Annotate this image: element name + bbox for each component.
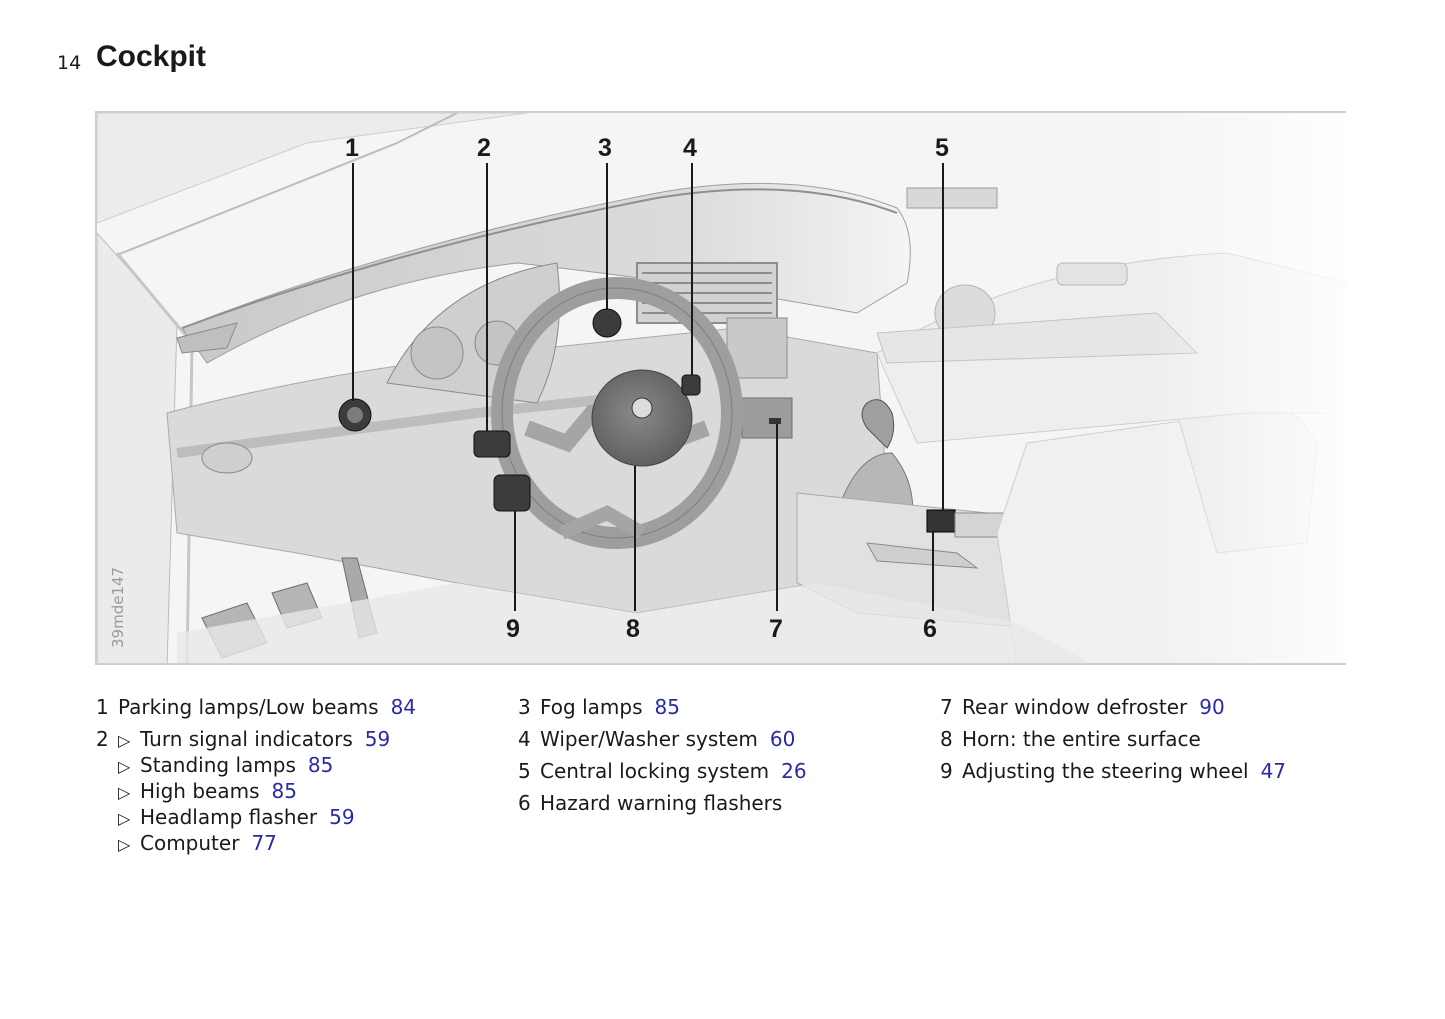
legend-subitem-label: Computer <box>140 831 240 855</box>
legend-item-label: Horn: the entire surface <box>962 727 1201 751</box>
legend-item-number: 1 <box>96 695 109 719</box>
legend-subitem-label: Turn signal indicators <box>140 727 353 751</box>
legend-item-number: 5 <box>518 759 531 783</box>
triangle-bullet-icon: ▷ <box>118 731 131 750</box>
callout-2: 2 <box>477 134 491 162</box>
legend-item-9: 9 Adjusting the steering wheel 47 <box>940 759 1420 784</box>
page-reference[interactable]: 26 <box>781 759 807 783</box>
legend-item-4: 4 Wiper/Washer system 60 <box>518 727 918 752</box>
legend-subitem-label: Headlamp flasher <box>140 805 318 829</box>
page-reference[interactable]: 84 <box>390 695 417 719</box>
legend-item-label: Hazard warning flashers <box>540 791 783 815</box>
page-reference[interactable]: 59 <box>329 805 355 829</box>
page-number: 14 <box>57 52 82 74</box>
legend-column-1: 1 Parking lamps/Low beams 84 2 ▷ Turn signal… <box>96 695 496 864</box>
legend-item-number: 7 <box>940 695 953 719</box>
legend-column-2: 3 Fog lamps 85 4 Wiper/Washer system 60 5 Cen… <box>518 695 918 823</box>
triangle-bullet-icon: ▷ <box>118 783 131 802</box>
legend-item-6: 6 Hazard warning flashers <box>518 791 918 816</box>
triangle-bullet-icon: ▷ <box>118 809 131 828</box>
legend-item-number: 2 <box>96 727 109 751</box>
triangle-bullet-icon: ▷ <box>118 757 131 776</box>
legend-item-label: Wiper/Washer system <box>540 727 758 751</box>
page-reference[interactable]: 85 <box>271 779 297 803</box>
callout-7: 7 <box>769 615 783 643</box>
callout-3: 3 <box>598 134 612 162</box>
legend-item-label: Rear window defroster <box>962 695 1188 719</box>
page-reference[interactable]: 90 <box>1199 695 1225 719</box>
legend-item-label: Central locking system <box>540 759 770 783</box>
callout-4: 4 <box>683 134 697 162</box>
legend-item-label: Adjusting the steering wheel <box>962 759 1249 783</box>
legend-column-3: 7 Rear window defroster 90 8 Horn: the enti… <box>940 695 1420 791</box>
legend-item-number: 9 <box>940 759 953 783</box>
callout-1: 1 <box>345 134 359 162</box>
callout-6: 6 <box>923 615 937 643</box>
legend-item-5: 5 Central locking system 26 <box>518 759 918 784</box>
page-reference[interactable]: 85 <box>307 753 334 777</box>
triangle-bullet-icon: ▷ <box>118 835 131 854</box>
page-title: Cockpit <box>96 40 207 73</box>
page-reference[interactable]: 60 <box>769 727 796 751</box>
legend-item-8: 8 Horn: the entire surface <box>940 727 1420 752</box>
legend-item-number: 4 <box>518 727 531 751</box>
page-reference[interactable]: 85 <box>654 695 680 719</box>
legend-item-2: 2 ▷ Turn signal indicators 59 ▷ Standing lam… <box>96 727 496 857</box>
callout-5: 5 <box>935 134 949 162</box>
callout-9: 9 <box>506 615 520 643</box>
callout-8: 8 <box>626 615 640 643</box>
figure-id: 39mde147 <box>109 567 127 648</box>
legend-subitem-label: Standing lamps <box>140 753 296 777</box>
page-reference[interactable]: 77 <box>251 831 277 855</box>
legend-item-3: 3 Fog lamps 85 <box>518 695 918 720</box>
page-reference[interactable]: 59 <box>364 727 391 751</box>
cockpit-illustration: 1 2 3 4 5 9 8 7 6 39mde147 <box>95 111 1346 665</box>
page-reference[interactable]: 47 <box>1260 759 1287 783</box>
legend-item-7: 7 Rear window defroster 90 <box>940 695 1420 720</box>
legend-item-number: 6 <box>518 791 531 815</box>
legend-item-number: 8 <box>940 727 953 751</box>
legend-item-label: Fog lamps <box>540 695 643 719</box>
legend-subitem-label: High beams <box>140 779 260 803</box>
legend-item-label: Parking lamps/Low beams <box>118 695 379 719</box>
legend-item-number: 3 <box>518 695 531 719</box>
legend-item-1: 1 Parking lamps/Low beams 84 <box>96 695 496 720</box>
